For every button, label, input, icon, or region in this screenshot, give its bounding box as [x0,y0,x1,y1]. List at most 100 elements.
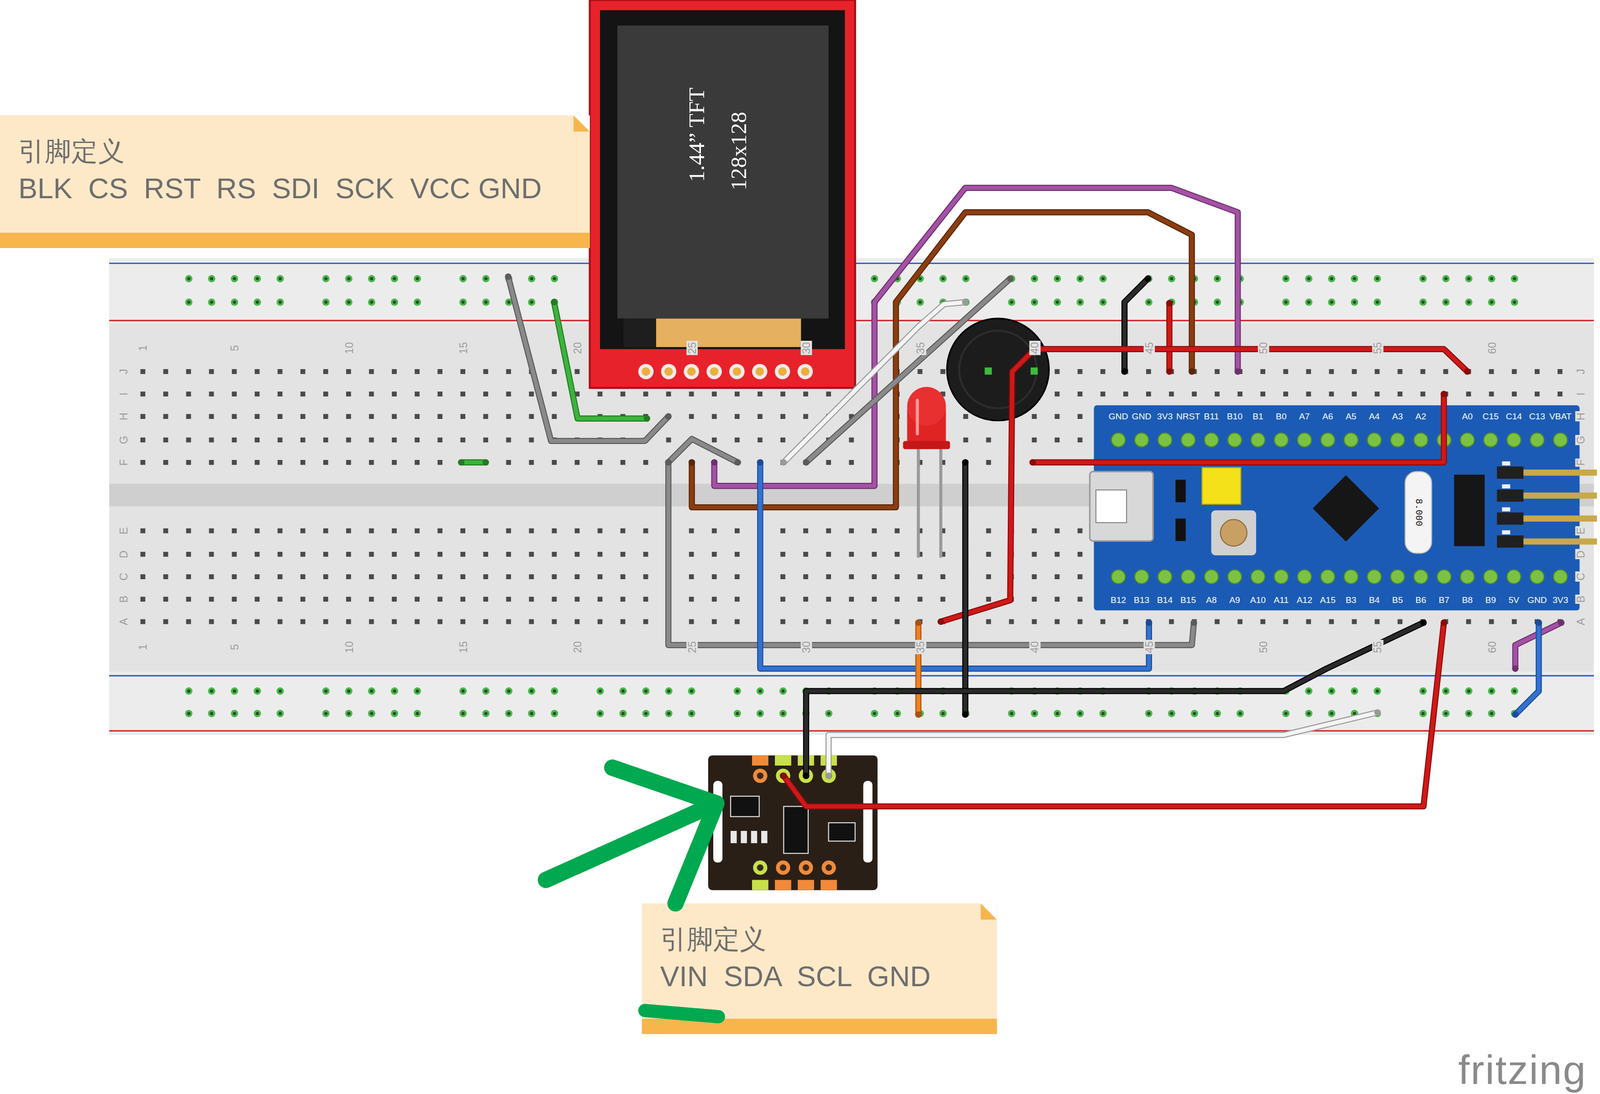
rail-hole [207,709,216,717]
rail-hole-center [1032,711,1037,715]
wire-end [1145,619,1153,626]
rail-hole-center [1330,711,1334,715]
breadboard-hole [1054,573,1060,579]
rail-hole [1465,274,1473,283]
pin-name: A6 [1321,411,1335,421]
breadboard-hole [689,573,695,579]
breadboard-hole [368,368,374,374]
fold-flap [573,115,590,132]
breadboard-hole [1031,413,1037,419]
breadboard-hole [186,459,192,465]
rail-hole-center [1512,300,1516,304]
rail-hole-center [1169,711,1174,715]
rail-hole [207,687,216,695]
wire-end [1144,275,1152,282]
breadboard-hole [140,413,146,419]
rail-hole [253,709,262,717]
header-pin [1111,569,1126,584]
rail-hole [1373,687,1381,695]
rail-hole-center [1010,300,1014,304]
rail-hole [1419,274,1427,283]
wire-end [915,619,922,626]
breadboard-hole [414,528,420,534]
breadboard-hole [231,413,237,419]
breadboard-hole [437,459,443,465]
breadboard-hole [1054,551,1060,557]
rail-hole [184,274,193,283]
breadboard-hole [1420,391,1426,397]
breadboard-hole [209,391,215,397]
breadboard-hole [277,619,283,625]
breadboard-hole [163,459,169,465]
breadboard-hole [1031,596,1037,602]
led [903,386,951,557]
pin-name: GND [1526,595,1548,605]
breadboard-hole [254,368,260,374]
breadboard-hole [1237,619,1243,625]
rail-hole-center [689,711,694,715]
rail-hole-center [392,300,396,304]
rail-hole [1327,687,1336,695]
breadboard-hole [1031,619,1037,625]
breadboard-hole [528,619,534,625]
breadboard-hole [734,596,740,602]
rail-hole [1465,298,1473,306]
breadboard-hole [323,573,329,579]
wire-end [688,458,695,466]
wire-outline [805,622,1424,776]
rail-hole-center [552,276,557,280]
stm32-board [1089,405,1598,611]
rail-hole [1488,274,1496,283]
rail-hole-center [232,711,237,715]
breadboard-hole [1123,619,1129,625]
rail-hole [1442,298,1450,306]
header-pin [1297,432,1312,447]
wire-end [550,298,558,306]
breadboard-hole [483,437,489,443]
breadboard-hole [163,368,169,374]
pin-name: A9 [1228,595,1242,605]
rail-hole [1053,274,1062,283]
breadboard-hole [711,596,717,602]
pin-name: B7 [1437,595,1451,605]
rail-hole [390,298,399,306]
breadboard-hole [323,413,329,419]
header-pin [1344,569,1358,584]
breadboard-hole [231,437,237,443]
rail-hole-center [1489,276,1494,280]
right-angle-pin-base [1496,535,1524,548]
breadboard-hole [346,459,352,465]
mount-slot [863,780,873,863]
pin-name: A10 [1249,595,1268,605]
rail-hole-center [369,711,374,715]
breadboard-hole [231,391,237,397]
rail-hole [1282,709,1290,717]
breadboard-hole [414,459,420,465]
pin-name: B12 [1109,595,1128,605]
breadboard-hole [711,619,717,625]
pin-name: B5 [1391,595,1405,605]
rail-hole [276,274,285,283]
rail-hole [253,298,262,306]
breadboard-hole [1443,368,1449,374]
sensor-pin-hole [779,863,787,871]
rail-hole-center [598,689,602,693]
regulator-chip [1453,474,1485,546]
wire-outline [1515,622,1539,715]
rail-hole-center [598,711,602,715]
rail-hole-center [1284,276,1288,280]
breadboard-hole [1054,413,1060,419]
breadboard-hole [734,391,740,397]
header-pin [1460,569,1474,584]
rail-hole-center [1375,689,1379,693]
rail-hole [1053,298,1062,306]
wire-outline [760,462,1149,669]
breadboard-hole [780,551,786,557]
pin-name: VBAT [1548,411,1573,421]
breadboard-hole [505,368,511,374]
rail-hole [1168,709,1176,717]
tft-pin [774,363,791,380]
breadboard-hole [871,596,877,602]
tft-pin-center [755,367,764,376]
breadboard-hole [643,459,649,465]
